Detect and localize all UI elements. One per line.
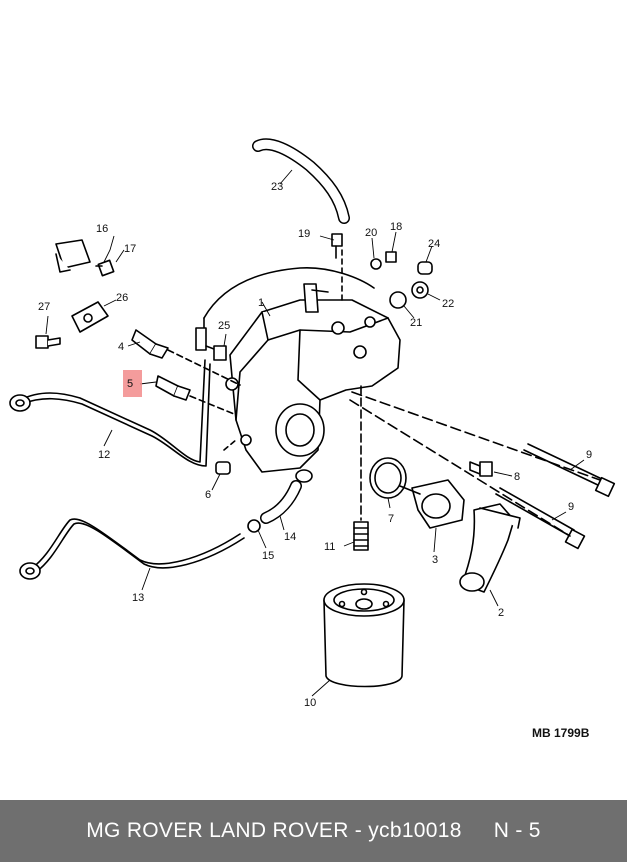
cap-24 xyxy=(417,261,433,275)
footer-section: N - 5 xyxy=(493,819,541,842)
pipe-13 xyxy=(31,518,241,569)
filter-10 xyxy=(323,583,405,688)
callout-3: 3 xyxy=(432,554,438,566)
ring-21 xyxy=(389,291,407,309)
screw-18 xyxy=(385,251,397,263)
footer-bar: MG ROVER LAND ROVER - ycb10018 N - 5 xyxy=(0,800,627,862)
gear-22 xyxy=(411,281,429,299)
footer-text: MG ROVER LAND ROVER - ycb10018 xyxy=(86,819,462,842)
bolt-9a xyxy=(523,443,616,498)
callout-18: 18 xyxy=(390,221,402,233)
callout-27: 27 xyxy=(38,301,50,313)
callout-26: 26 xyxy=(116,292,128,304)
callout-19: 19 xyxy=(298,228,310,240)
bolt-17 xyxy=(95,259,115,277)
callout-16: 16 xyxy=(96,223,108,235)
bolt-19 xyxy=(331,233,343,259)
callout-25: 25 xyxy=(218,320,230,332)
callout-23: 23 xyxy=(271,181,283,193)
bolt-8 xyxy=(469,461,493,477)
highlight-box xyxy=(123,370,142,397)
washer-20 xyxy=(370,258,382,270)
callout-11: 11 xyxy=(324,541,335,553)
plug-6 xyxy=(215,461,231,475)
fitting-25 xyxy=(213,345,227,361)
sensor-4 xyxy=(131,329,169,359)
clip-16 xyxy=(55,239,91,273)
callout-5: 5 xyxy=(127,378,133,390)
hose-23 xyxy=(252,138,350,224)
housing-1 xyxy=(225,283,401,473)
callout-2: 2 xyxy=(498,607,504,619)
bracket-26 xyxy=(71,301,109,333)
pipe-top xyxy=(203,267,375,319)
parts-diagram: 1 2 3 4 5 6 7 8 9 9 10 11 12 13 14 15 16… xyxy=(9,138,616,740)
stud-11 xyxy=(353,521,369,551)
callout-15: 15 xyxy=(262,550,274,562)
callout-22: 22 xyxy=(442,298,454,310)
callout-1: 1 xyxy=(258,297,264,309)
reference-code: MB 1799B xyxy=(532,726,590,740)
callout-13: 13 xyxy=(132,592,144,604)
callout-20: 20 xyxy=(365,227,377,239)
callout-12: 12 xyxy=(98,449,110,461)
callout-10: 10 xyxy=(304,697,316,709)
outlet-2 xyxy=(459,503,521,593)
callout-9b: 9 xyxy=(568,501,574,513)
callout-7: 7 xyxy=(388,513,394,525)
callout-14: 14 xyxy=(284,531,296,543)
sensor-5 xyxy=(155,375,191,401)
callout-6: 6 xyxy=(205,489,211,501)
pipe-12 xyxy=(19,359,206,463)
callout-4: 4 xyxy=(118,341,124,353)
callout-9a: 9 xyxy=(586,449,592,461)
callout-21: 21 xyxy=(410,317,422,329)
callout-24: 24 xyxy=(428,238,440,250)
callout-8: 8 xyxy=(514,471,520,483)
thermostat-3 xyxy=(399,479,465,529)
bolt-27 xyxy=(35,335,61,349)
callout-17: 17 xyxy=(124,243,136,255)
